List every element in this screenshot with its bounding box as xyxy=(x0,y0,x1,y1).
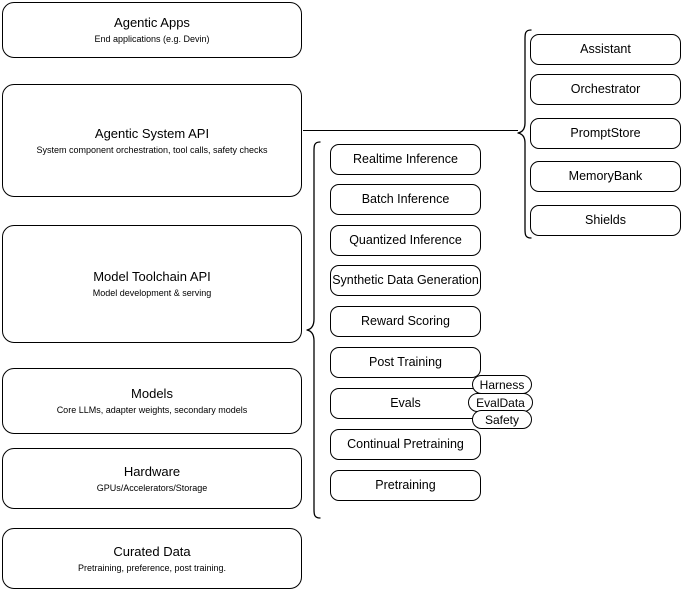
connector-line-system-api-to-components xyxy=(303,130,518,132)
system-component-memorybank[interactable]: MemoryBank xyxy=(530,161,681,192)
brace-toolchain-components xyxy=(306,141,321,519)
pill-label: Harness xyxy=(479,377,525,392)
toolchain-component-continual-pretraining[interactable]: Continual Pretraining xyxy=(330,429,481,460)
layer-title: Hardware xyxy=(123,463,181,479)
component-label: Post Training xyxy=(369,355,442,369)
toolchain-component-batch-inference[interactable]: Batch Inference xyxy=(330,184,481,215)
layer-title: Agentic Apps xyxy=(114,15,190,30)
component-label: Batch Inference xyxy=(361,192,450,206)
layer-subtitle: Model development & serving xyxy=(92,288,212,298)
component-label: Orchestrator xyxy=(570,82,641,96)
stack-layer-hardware[interactable]: Hardware GPUs/Accelerators/Storage xyxy=(2,448,302,509)
component-label: PromptStore xyxy=(570,126,641,140)
component-label: Realtime Inference xyxy=(353,152,458,166)
component-label: Synthetic Data Generation xyxy=(332,273,479,287)
toolchain-component-synthetic-data-generation[interactable]: Synthetic Data Generation xyxy=(330,265,481,296)
stack-layer-curated-data[interactable]: Curated Data Pretraining, preference, po… xyxy=(2,528,302,589)
system-component-shields[interactable]: Shields xyxy=(530,205,681,236)
pill-label: Safety xyxy=(484,412,520,427)
layer-subtitle: Pretraining, preference, post training. xyxy=(77,562,227,573)
component-label: Assistant xyxy=(580,42,631,56)
layer-subtitle: Core LLMs, adapter weights, secondary mo… xyxy=(56,405,248,415)
system-component-orchestrator[interactable]: Orchestrator xyxy=(530,74,681,105)
layer-subtitle: GPUs/Accelerators/Storage xyxy=(96,482,208,493)
layer-title: Agentic System API xyxy=(94,125,210,141)
toolchain-component-evals[interactable]: Evals xyxy=(330,388,481,419)
layer-title: Model Toolchain API xyxy=(93,269,211,284)
system-component-assistant[interactable]: Assistant xyxy=(530,34,681,65)
pill-label: EvalData xyxy=(476,395,525,410)
toolchain-component-quantized-inference[interactable]: Quantized Inference xyxy=(330,225,481,256)
component-label: Evals xyxy=(390,396,421,410)
layer-title: Models xyxy=(131,386,173,401)
stack-layer-agentic-apps[interactable]: Agentic Apps End applications (e.g. Devi… xyxy=(2,2,302,58)
stack-layer-agentic-system-api[interactable]: Agentic System API System component orch… xyxy=(2,84,302,197)
toolchain-component-pretraining[interactable]: Pretraining xyxy=(330,470,481,501)
toolchain-component-post-training[interactable]: Post Training xyxy=(330,347,481,378)
system-component-promptstore[interactable]: PromptStore xyxy=(530,118,681,149)
component-label: Pretraining xyxy=(375,478,436,492)
eval-subcomponent-harness[interactable]: Harness xyxy=(472,375,532,394)
layer-subtitle: End applications (e.g. Devin) xyxy=(94,34,210,44)
component-label: Reward Scoring xyxy=(361,314,450,328)
eval-subcomponent-safety[interactable]: Safety xyxy=(472,410,532,429)
stack-layer-models[interactable]: Models Core LLMs, adapter weights, secon… xyxy=(2,368,302,434)
brace-system-components xyxy=(517,29,532,239)
component-label: Quantized Inference xyxy=(349,233,462,247)
toolchain-component-realtime-inference[interactable]: Realtime Inference xyxy=(330,144,481,175)
toolchain-component-reward-scoring[interactable]: Reward Scoring xyxy=(330,306,481,337)
component-label: Shields xyxy=(585,213,626,227)
component-label: MemoryBank xyxy=(568,169,643,183)
layer-subtitle: System component orchestration, tool cal… xyxy=(36,144,268,155)
layer-title: Curated Data xyxy=(113,543,191,559)
component-label: Continual Pretraining xyxy=(347,437,464,451)
stack-layer-model-toolchain-api[interactable]: Model Toolchain API Model development & … xyxy=(2,225,302,343)
